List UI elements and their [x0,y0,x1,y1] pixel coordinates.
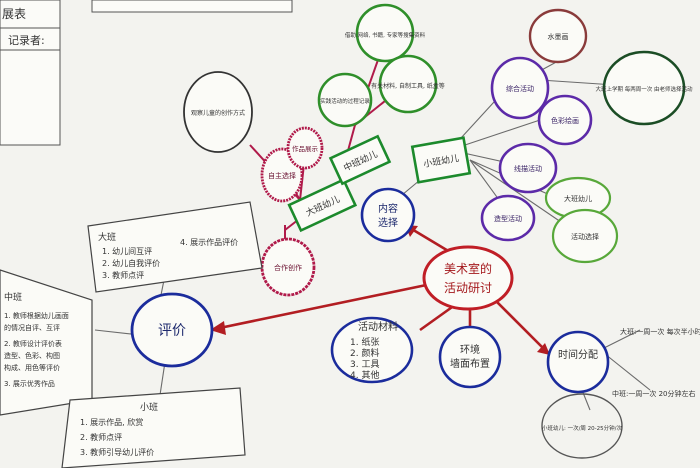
purple-bubble-1: 综合活动 [490,56,550,120]
center-line-1: 美术室的 [444,261,492,276]
recorder-label: 记录者: [8,34,45,47]
materials-node: 活动材料 1. 纸张 2. 颜料 3. 工具 4. 其他 [330,316,414,384]
svg-text:综合活动: 综合活动 [506,84,534,93]
svg-text:水墨画: 水墨画 [548,32,569,41]
materials-item-1: 1. 纸张 [350,336,379,348]
svg-text:中班:一周一次 20分钟左右: 中班:一周一次 20分钟左右 [612,389,696,398]
left-box-line-4: 造型、色彩、构图 [4,351,60,360]
eval-box-item-4: 4. 展示作品评价 [180,237,238,247]
svg-text:色彩绘画: 色彩绘画 [551,116,579,125]
left-box-line-2: 的情况自评、互评 [4,323,60,332]
content-line-1: 内容 [378,202,398,215]
svg-text:自主选择: 自主选择 [268,171,296,180]
materials-item-2: 2. 颜料 [350,347,379,359]
materials-item-4: 4. 其他 [350,369,379,381]
svg-text:有关材料, 自制工具, 纸盒等: 有关材料, 自制工具, 纸盒等 [371,82,445,90]
eval-box: 大班 1. 幼儿间互评 2. 幼儿自我评价 3. 教师点评 4. 展示作品评价 [87,201,263,293]
svg-text:活动选择: 活动选择 [571,232,599,241]
center-connectors [209,223,551,356]
pink-bubble-1: 观察儿童的创作方式 [183,71,253,153]
svg-text:合作创作: 合作创作 [274,263,302,272]
left-box-line-5: 构成、用色等评价 [4,363,60,372]
top-note-c: 实践活动的过程记录 [317,72,373,128]
pink-bubble-4: 合作创作 [260,237,316,297]
form-title: 展表 [2,7,26,21]
pink-bubble-3: 作品展示 [286,126,324,170]
grade-label-big: 大班幼儿 [287,177,358,233]
wall-node: 环境 墙面布置 [438,325,502,389]
purple-bubble-3: 线描活动 [498,142,558,194]
bottom-box: 小班 1. 展示作品, 欣赏 2. 教师点评 3. 教师引导幼儿评价 [61,387,246,468]
eval-box-head: 大班 [98,231,116,243]
content-node: 内容 选择 [360,187,416,243]
svg-text:大班幼儿: 大班幼儿 [564,194,592,203]
bottom-box-item-1: 1. 展示作品, 欣赏 [80,417,143,427]
purple-bubble-2: 色彩绘画 [537,94,593,146]
svg-text:借助:网络, 书籍, 专家等搜集资料: 借助:网络, 书籍, 专家等搜集资料 [345,31,426,39]
left-box-line-3: 2. 教师设计评价表 [4,339,62,348]
top-note-a: 借助:网络, 书籍, 专家等搜集资料 [345,3,426,63]
svg-text:实践活动的过程记录: 实践活动的过程记录 [320,97,370,105]
center-node: 美术室的 活动研讨 [422,245,514,311]
eval-box-item-3: 3. 教师点评 [102,270,144,280]
bottom-box-item-3: 3. 教师引导幼儿评价 [80,447,154,457]
grade-label-small: 小班幼儿 [410,136,472,184]
grade-label-middle: 中班幼儿 [328,134,392,186]
right-note-g: 中班:一周一次 20分钟左右 [612,389,696,398]
bottom-box-item-2: 2. 教师点评 [80,432,122,442]
record-form: 展表 记录者: [0,0,293,146]
materials-item-3: 3. 工具 [350,359,379,370]
eval-box-item-2: 2. 幼儿自我评价 [102,258,160,268]
right-note-h: 小班幼儿: 一次/周 20-25分钟/次 [541,393,623,459]
wall-line-2: 墙面布置 [450,357,490,370]
svg-text:线描活动: 线描活动 [514,164,542,173]
svg-text:大班:一周一次 每次半小时: 大班:一周一次 每次半小时 [620,327,700,336]
svg-text:小班幼儿: 一次/周 20-25分钟/次: 小班幼儿: 一次/周 20-25分钟/次 [542,424,623,432]
time-node: 时间分配 [546,330,610,394]
right-note-f: 大班:一周一次 每次半小时 [620,327,700,336]
svg-text:大班上学期 每两周一次 由老师选择活动: 大班上学期 每两周一次 由老师选择活动 [596,85,693,93]
left-box-line-1: 1. 教师根据幼儿画面 [4,311,69,320]
bottom-box-head: 小班 [140,401,158,413]
time-line-1: 时间分配 [558,348,598,361]
left-box-line-6: 3. 展示优秀作品 [4,379,55,388]
materials-title: 活动材料 [358,320,398,333]
green-bubble-2: 活动选择 [551,208,619,264]
content-line-2: 选择 [378,216,398,229]
purple-bubble-4: 造型活动 [480,194,536,242]
top-note-b: 有关材料, 自制工具, 纸盒等 [371,54,445,114]
evaluation-node: 评价 [130,292,214,368]
evaluation-line-1: 评价 [158,323,186,339]
eval-box-item-1: 1. 幼儿间互评 [102,246,152,256]
center-line-2: 活动研讨 [444,281,492,295]
wall-line-1: 环境 [460,343,480,356]
svg-text:作品展示: 作品展示 [292,144,319,153]
svg-text:观察儿童的创作方式: 观察儿童的创作方式 [191,109,245,117]
purple-bubble-5: 水墨画 [528,8,588,64]
left-box-head: 中班 [4,291,22,303]
right-note-e: 大班上学期 每两周一次 由老师选择活动 [596,50,693,126]
svg-text:造型活动: 造型活动 [494,214,522,223]
